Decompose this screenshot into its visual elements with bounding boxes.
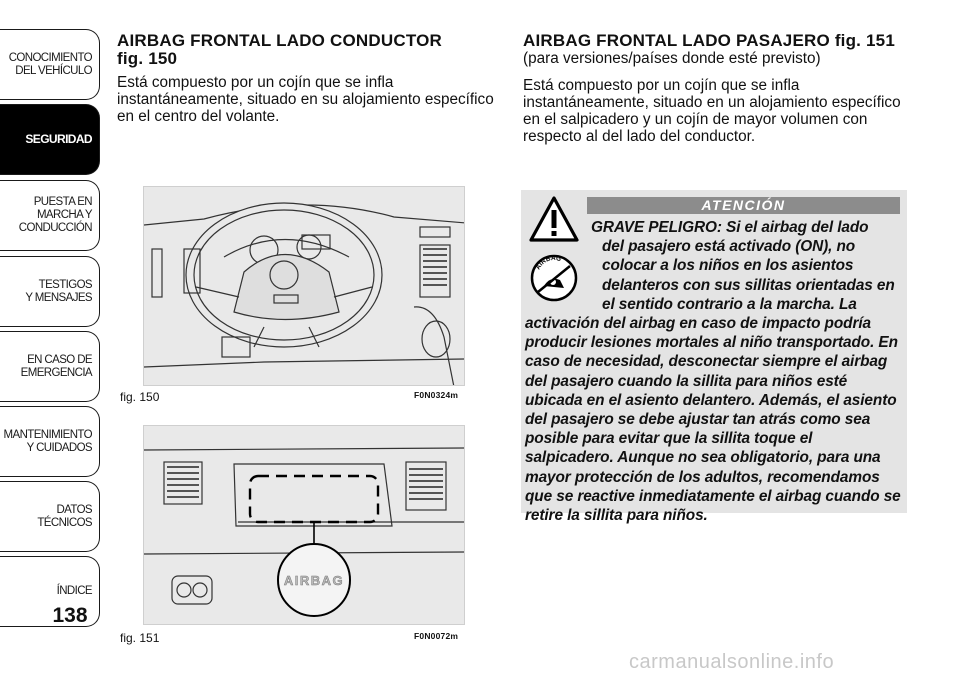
tab-conocimiento[interactable]: CONOCIMIENTO DEL VEHÍCULO <box>0 29 100 100</box>
tab-mantenimiento[interactable]: MANTENIMIENTO Y CUIDADOS <box>0 406 100 477</box>
dashboard-airbag-illustration: AIRBAG <box>144 447 464 617</box>
figure-150-code: F0N0324m <box>414 390 459 400</box>
heading-fig-ref: fig. 151 <box>829 31 895 50</box>
tab-indice[interactable]: ÍNDICE <box>0 556 100 627</box>
figure-150-steering-wheel <box>143 186 465 386</box>
passenger-airbag-subtitle: (para versiones/países donde esté previs… <box>523 50 821 67</box>
driver-airbag-description: Está compuesto por un cojín que se infla… <box>117 74 494 125</box>
passenger-airbag-description: Está compuesto por un cojín que se infla… <box>523 77 901 145</box>
steering-wheel-illustration <box>144 202 464 385</box>
warning-line-2: del pasajero está activado (ON), no <box>602 238 856 256</box>
passenger-airbag-heading: AIRBAG FRONTAL LADO PASAJERO fig. 151 <box>523 32 908 50</box>
warning-line-4: delanteros con sus sillitas orientadas e… <box>602 276 895 294</box>
page-number: 138 <box>52 604 88 627</box>
warning-text: GRAVE PELIGRO: Si el airbag del lado del… <box>525 218 901 525</box>
tab-emergencia[interactable]: EN CASO DE EMERGENCIA <box>0 331 100 402</box>
tab-testigos[interactable]: TESTIGOS Y MENSAJES <box>0 256 100 327</box>
warning-line-3: colocar a los niños en los asientos <box>602 257 854 275</box>
tab-seguridad[interactable]: SEGURIDAD <box>0 104 100 175</box>
figure-151-passenger-airbag: AIRBAG <box>143 425 465 625</box>
passenger-airbag-section: AIRBAG FRONTAL LADO PASAJERO fig. 151 (p… <box>523 32 908 146</box>
tab-datos-tecnicos[interactable]: DATOS TÉCNICOS <box>0 481 100 552</box>
figure-150-label: fig. 150 <box>120 390 160 404</box>
airbag-emblem-text: AIRBAG <box>284 573 344 588</box>
warning-body: activación del airbag en caso de impacto… <box>525 315 901 525</box>
warning-title: ATENCIÓN <box>587 197 900 214</box>
warning-box: ATENCIÓN AIRBAG GRAVE PELIGRO: Si el air… <box>521 190 907 524</box>
no-child-seat-airbag-icon: AIRBAG <box>530 254 578 302</box>
heading-title: AIRBAG FRONTAL LADO CONDUCTOR <box>117 31 443 50</box>
driver-airbag-section: AIRBAG FRONTAL LADO CONDUCTOR fig. 150 E… <box>117 32 497 126</box>
heading-fig-ref: fig. 150 <box>117 49 178 68</box>
figure-151-label: fig. 151 <box>120 631 160 645</box>
tab-puesta-en-marcha[interactable]: PUESTA EN MARCHA Y CONDUCCIÓN <box>0 180 100 251</box>
figure-151-code: F0N0072m <box>414 631 459 641</box>
driver-airbag-heading: AIRBAG FRONTAL LADO CONDUCTOR fig. 150 <box>117 32 497 68</box>
warning-triangle-icon <box>529 196 579 242</box>
heading-title: AIRBAG FRONTAL LADO PASAJERO <box>523 31 830 50</box>
chapter-sidebar: CONOCIMIENTO DEL VEHÍCULO SEGURIDAD PUES… <box>0 0 103 677</box>
warning-line-5: el sentido contrario a la marcha. La <box>602 295 857 313</box>
warning-line-1: GRAVE PELIGRO: Si el airbag del lado <box>591 219 869 236</box>
footer-watermark: carmanualsonline.info <box>629 651 835 673</box>
